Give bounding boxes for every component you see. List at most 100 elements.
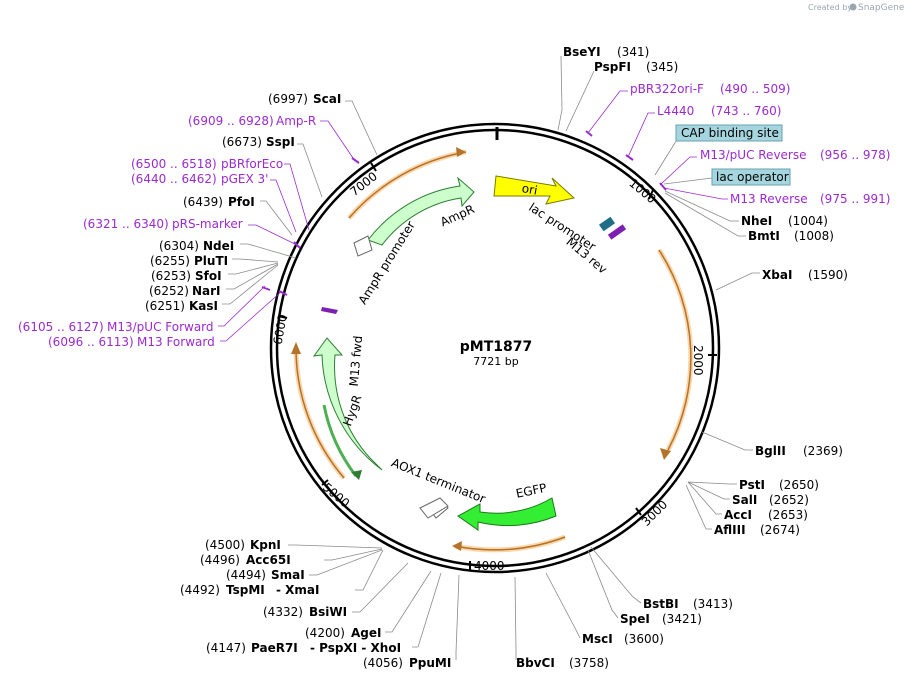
primer-l4440[interactable]: L4440 (743 .. 760) <box>625 104 781 161</box>
site-paer7i-pspxi-xhoi[interactable]: (4147) PaeR7I - PspXI - XhoI <box>206 572 442 655</box>
site-ppumi[interactable]: (4056) PpuMI <box>363 574 460 670</box>
svg-text:(1008): (1008) <box>794 229 834 243</box>
site-smai[interactable]: (4494) SmaI <box>226 549 383 582</box>
site-sfoi[interactable]: (6253) SfoI <box>151 262 279 283</box>
svg-text:M13/pUC Forward: M13/pUC Forward <box>107 320 214 334</box>
site-bbvci[interactable]: BbvCI (3758) <box>514 576 609 670</box>
site-nari[interactable]: (6252) NarI <box>149 263 279 298</box>
primer-pbr322ori-f[interactable]: pBR322ori-F (490 .. 509) <box>585 82 790 137</box>
svg-text:(6304): (6304) <box>159 239 199 253</box>
primer-amp-r[interactable]: (6909 .. 6928) Amp-R <box>188 114 360 164</box>
svg-text:KpnI: KpnI <box>250 538 281 552</box>
svg-text:4000: 4000 <box>474 559 505 573</box>
svg-text:Acc65I: Acc65I <box>246 553 291 567</box>
svg-text:(341): (341) <box>617 45 649 59</box>
svg-text:(6321 .. 6340): (6321 .. 6340) <box>83 217 169 231</box>
site-acci[interactable]: AccI (2653) <box>687 481 808 522</box>
site-spei[interactable]: SpeI (3421) <box>587 549 702 626</box>
svg-text:(6673): (6673) <box>222 135 262 149</box>
primer-prs-marker[interactable]: (6321 .. 6340) pRS-marker <box>83 217 301 249</box>
svg-text:- PspXI - XhoI: - PspXI - XhoI <box>310 641 401 655</box>
svg-text:6000: 6000 <box>271 313 290 346</box>
svg-text:TspMI: TspMI <box>226 583 265 597</box>
lac-operator-feature <box>598 216 627 240</box>
site-tspmi-xmai[interactable]: (4492) TspMI - XmaI <box>180 549 384 597</box>
svg-text:(6251): (6251) <box>145 299 185 313</box>
svg-text:PluTI: PluTI <box>194 254 228 268</box>
svg-text:AmpR: AmpR <box>438 202 476 229</box>
svg-text:(6500 .. 6518): (6500 .. 6518) <box>131 157 217 171</box>
svg-text:AgeI: AgeI <box>351 626 381 640</box>
svg-text:pBRforEco: pBRforEco <box>221 157 283 171</box>
site-pfoi[interactable]: (6439) PfoI <box>183 195 293 236</box>
svg-text:3000: 3000 <box>639 497 670 528</box>
site-bmti[interactable]: BmtI (1008) <box>664 192 834 243</box>
primer-m13-forward[interactable]: (6096 .. 6113) M13 Forward <box>48 290 288 349</box>
tick-2000: 2000 <box>691 345 717 376</box>
site-sspi[interactable]: (6673) SspI <box>222 135 323 198</box>
ori-feature: ori <box>493 175 576 205</box>
site-xbai[interactable]: XbaI (1590) <box>715 268 848 291</box>
svg-text:ScaI: ScaI <box>313 92 341 106</box>
site-bsiwi[interactable]: (4332) BsiWI <box>263 562 409 619</box>
svg-text:SmaI: SmaI <box>271 568 305 582</box>
svg-text:PaeR7I: PaeR7I <box>251 641 298 655</box>
site-scai[interactable]: (6997) ScaI <box>268 92 378 156</box>
orf-arc-top-left <box>347 147 467 220</box>
site-acc65i[interactable]: (4496) Acc65I <box>200 548 383 567</box>
snapgene-logo-icon <box>849 3 857 11</box>
svg-text:(4500): (4500) <box>205 538 245 552</box>
svg-text:BglII: BglII <box>755 444 786 458</box>
site-kpni[interactable]: (4500) KpnI <box>205 538 383 552</box>
site-afliii[interactable]: AflIII (2674) <box>685 484 800 537</box>
primer-pbrforeco[interactable]: (6500 .. 6518) pBRforEco <box>131 157 310 231</box>
feature-lac-operator[interactable]: lac operator <box>663 168 791 186</box>
svg-text:PstI: PstI <box>739 478 765 492</box>
svg-text:(1590): (1590) <box>808 268 848 282</box>
svg-text:(2652): (2652) <box>769 493 809 507</box>
primer-m13-puc-forward[interactable]: (6105 .. 6127) M13/pUC Forward <box>18 285 271 334</box>
svg-text:(4147): (4147) <box>206 641 246 655</box>
svg-text:EGFP: EGFP <box>515 481 548 501</box>
svg-text:(3758): (3758) <box>569 656 609 670</box>
svg-text:(975 .. 991): (975 .. 991) <box>820 192 890 206</box>
primer-m13-puc-reverse[interactable]: M13/pUC Reverse (956 .. 978) <box>659 148 890 186</box>
svg-text:ori: ori <box>521 181 539 197</box>
site-psti[interactable]: PstI (2650) <box>687 478 819 492</box>
svg-text:pBR322ori-F: pBR322ori-F <box>630 82 704 96</box>
site-pluti[interactable]: (6255) PluTI <box>150 254 279 268</box>
svg-text:SspI: SspI <box>266 135 295 149</box>
svg-text:lac operator: lac operator <box>716 170 789 184</box>
site-bstbi[interactable]: BstBI (3413) <box>590 546 733 611</box>
orf-arc-left <box>291 342 346 480</box>
site-msci[interactable]: MscI (3600) <box>545 572 664 646</box>
backbone-inner-ring <box>275 128 715 568</box>
svg-text:(6909 .. 6928): (6909 .. 6928) <box>188 114 274 128</box>
credit-brand: SnapGene <box>858 3 905 13</box>
site-pspfi[interactable]: PspFI (345) <box>565 60 678 132</box>
tick-4000: 4000 <box>469 559 505 573</box>
svg-text:NheI: NheI <box>741 214 772 228</box>
site-sali[interactable]: SalI (2652) <box>687 481 809 507</box>
site-bseyi[interactable]: BseYI (341) <box>557 45 649 131</box>
svg-text:SalI: SalI <box>732 493 757 507</box>
site-bglii[interactable]: BglII (2369) <box>701 431 843 458</box>
svg-text:(6439): (6439) <box>183 195 223 209</box>
site-kasi[interactable]: (6251) KasI <box>145 264 279 313</box>
orf-arc-hygr-inner <box>322 404 362 480</box>
svg-text:MscI: MscI <box>582 632 613 646</box>
feature-cap-binding-site[interactable]: CAP binding site <box>654 124 783 176</box>
primer-pgex3[interactable]: (6440 .. 6462) pGEX 3' <box>131 172 297 233</box>
site-nhei[interactable]: NheI (1004) <box>664 190 828 228</box>
svg-text:(1004): (1004) <box>788 214 828 228</box>
orf-arc-right <box>656 248 694 460</box>
site-agei[interactable]: (4200) AgeI <box>305 570 432 640</box>
svg-text:(2674): (2674) <box>760 523 800 537</box>
egfp-feature: EGFP <box>457 481 557 531</box>
svg-text:M13/pUC Reverse: M13/pUC Reverse <box>700 148 807 162</box>
primer-m13-reverse[interactable]: M13 Reverse (975 .. 991) <box>659 182 890 206</box>
site-ndei[interactable]: (6304) NdeI <box>159 239 297 259</box>
plasmid-size: 7721 bp <box>473 355 518 368</box>
svg-text:BstBI: BstBI <box>643 597 679 611</box>
